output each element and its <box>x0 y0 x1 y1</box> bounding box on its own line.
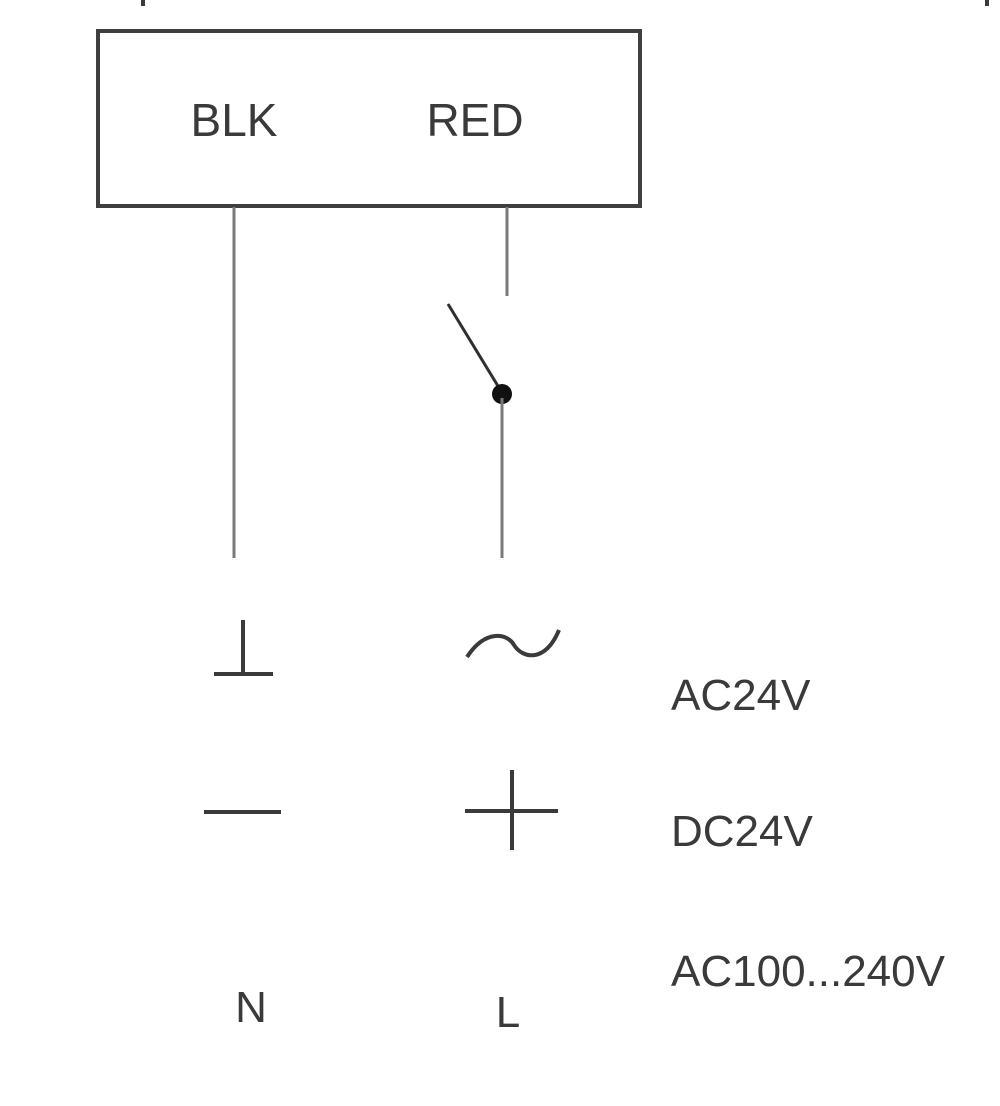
terminal-box: BLK RED <box>96 29 642 208</box>
label-dc24v: DC24V <box>671 807 813 856</box>
terminal-label-blk: BLK <box>191 94 278 146</box>
switch-pivot <box>492 384 512 404</box>
terminal-box-outline <box>96 29 642 208</box>
terminal-label-red: RED <box>426 94 523 146</box>
switch-blade <box>446 303 503 392</box>
plus-icon <box>465 770 558 850</box>
label-neutral: N <box>235 983 267 1032</box>
ground-icon <box>214 620 273 676</box>
label-ac100-240v: AC100...240V <box>671 947 946 996</box>
switch-icon <box>446 303 512 404</box>
ac-tilde-icon <box>465 629 561 659</box>
label-ac24v: AC24V <box>671 671 811 720</box>
label-live: L <box>496 988 520 1037</box>
